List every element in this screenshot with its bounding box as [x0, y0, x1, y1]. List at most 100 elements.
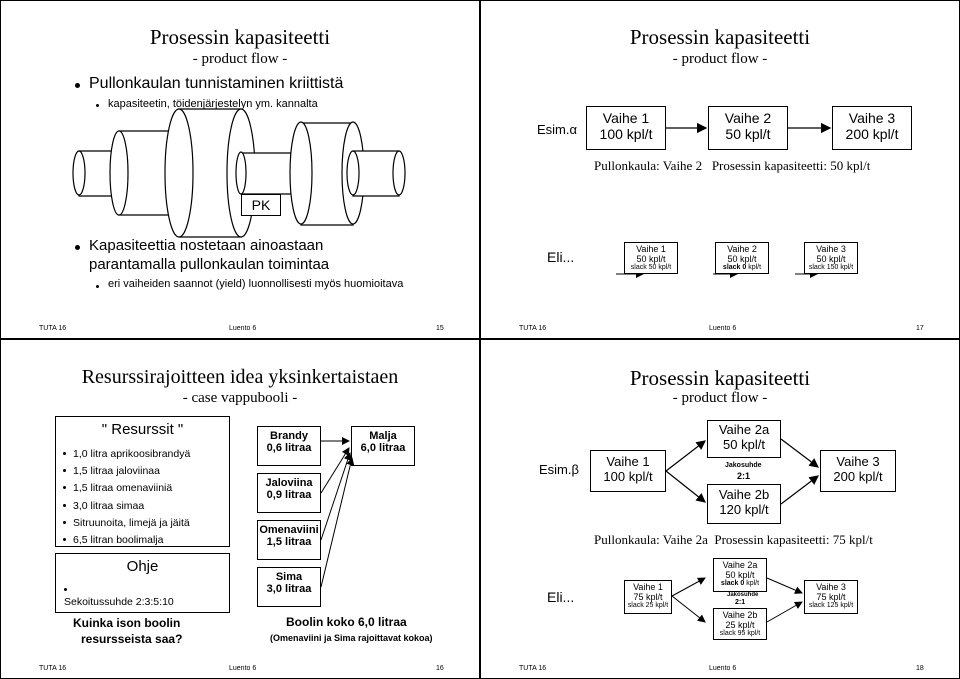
punch-size-note: (Omenaviini ja Sima rajoittavat kokoa) — [270, 633, 433, 643]
sub-bullet-dot — [96, 285, 99, 288]
small-stage-2-box: Vaihe 2 50 kpl/t slack 0 kpl/t — [715, 242, 769, 274]
slide-17: Prosessin kapasiteetti - product flow - … — [480, 0, 960, 339]
small-stage-3-rate: 50 kpl/t — [816, 254, 846, 264]
split-ratio-value: 2:1 — [737, 471, 751, 481]
resource-item: 1,5 litraa jaloviinaa — [63, 463, 190, 480]
bottleneck-summary: Pullonkaula: Vaihe 2a Prosessin kapasite… — [594, 532, 873, 547]
omenaviini-name: Omenaviini — [259, 524, 319, 536]
pk-label: PK — [251, 197, 271, 213]
small-stage-2a-slack: slack 0 kpl/t — [714, 580, 766, 587]
bottle-illustration — [72, 108, 406, 238]
bullet-capacity-increase-2: parantamalla pullonkaulan toimintaa — [89, 256, 330, 273]
small-stage-2a-rate: 50 kpl/t — [725, 570, 755, 580]
stage-2-name: Vaihe 2 — [724, 110, 772, 126]
jaloviina-amount: 0,9 litraa — [266, 489, 312, 501]
resource-item: 1,0 litra aprikoosibrandyä — [63, 446, 190, 463]
small-stage-1-rate: 75 kpl/t — [633, 592, 663, 602]
small-stage-2a-slack-unit: kpl/t — [744, 580, 760, 587]
footer-lecture: Luento 6 — [709, 665, 737, 672]
sub-bullet-yield: eri vaiheiden saannot (yield) luonnollis… — [108, 278, 404, 290]
pk-label-box: PK — [241, 194, 281, 216]
bullet-bottleneck: Pullonkaulan tunnistaminen kriittistä — [89, 75, 344, 92]
slide-15-subtitle: - product flow - — [192, 51, 288, 67]
flow-arrows — [616, 122, 832, 278]
footer-slide-number: 16 — [436, 665, 444, 672]
slide-16: Resurssirajoitteen idea yksinkertaistaen… — [0, 339, 480, 679]
stage-1-name: Vaihe 1 — [606, 454, 650, 469]
example-beta-label: Esim.β — [539, 462, 579, 477]
bullet-dot — [75, 245, 80, 250]
stage-3-name: Vaihe 3 — [848, 110, 896, 126]
brandy-name: Brandy — [270, 430, 308, 442]
resource-item: Sitruunoita, limejä ja jäitä — [63, 515, 190, 532]
stage-3-rate: 200 kpl/t — [833, 469, 883, 484]
omenaviini-amount: 1,5 litraa — [266, 536, 312, 548]
small-stage-1-rate: 50 kpl/t — [636, 254, 666, 264]
small-stage-3-box: Vaihe 3 50 kpl/t slack 150 kpl/t — [804, 242, 858, 274]
stage-3-rate: 200 kpl/t — [845, 126, 899, 142]
small-stage-2a-box: Vaihe 2a 50 kpl/t slack 0 kpl/t — [713, 558, 767, 592]
small-stage-1-name: Vaihe 1 — [636, 244, 666, 254]
small-stage-1-box: Vaihe 1 50 kpl/t slack 50 kpl/t — [624, 242, 678, 274]
instructions-heading: Ohje — [126, 558, 159, 575]
small-stage-2-slack-unit: kpl/t — [746, 264, 762, 271]
stage-3-name: Vaihe 3 — [836, 454, 880, 469]
malja-amount: 6,0 litraa — [360, 442, 406, 454]
small-stage-2b-name: Vaihe 2b — [722, 610, 758, 620]
slide-15: Prosessin kapasiteetti - product flow - … — [0, 0, 480, 339]
small-stage-1-slack: slack 25 kpl/t — [627, 602, 669, 609]
small-stage-2-slack-bold: slack 0 — [722, 264, 747, 271]
stage-2a-rate: 50 kpl/t — [723, 437, 765, 452]
stage-2a-box: Vaihe 2a 50 kpl/t — [707, 420, 781, 458]
small-stage-2-rate: 50 kpl/t — [727, 254, 757, 264]
small-stage-3-rate: 75 kpl/t — [816, 592, 846, 602]
stage-3-box: Vaihe 3 200 kpl/t — [820, 450, 896, 492]
footer-slide-number: 17 — [916, 325, 924, 332]
small-stage-3-name: Vaihe 3 — [816, 244, 846, 254]
small-stage-1-name: Vaihe 1 — [633, 582, 663, 592]
sima-box: Sima 3,0 litraa — [257, 567, 321, 607]
stage-2-box: Vaihe 2 50 kpl/t — [708, 106, 788, 150]
small-stage-3-slack: slack 150 kpl/t — [808, 264, 854, 271]
small-stage-1-box: Vaihe 1 75 kpl/t slack 25 kpl/t — [624, 580, 672, 614]
footer-slide-number: 18 — [916, 665, 924, 672]
resource-item: 1,5 litraa omenaviiniä — [63, 480, 190, 497]
omenaviini-box: Omenaviini 1,5 litraa — [257, 520, 321, 560]
split-ratio-label: Jakosuhde — [725, 462, 762, 469]
slide-15-title: Prosessin kapasiteetti — [149, 25, 331, 49]
small-stage-2a-name: Vaihe 2a — [722, 560, 758, 570]
brandy-amount: 0,6 litraa — [266, 442, 312, 454]
footer-course: TUTA 16 — [39, 325, 67, 332]
small-stage-2b-rate: 25 kpl/t — [725, 620, 755, 630]
stage-3-box: Vaihe 3 200 kpl/t — [832, 106, 912, 150]
jaloviina-name: Jaloviina — [265, 477, 313, 489]
eli-label: Eli... — [547, 589, 575, 605]
sub-bullet-capacity: kapasiteetin, töidenjärjestelyn ym. kann… — [108, 98, 318, 110]
sima-name: Sima — [275, 571, 303, 583]
small-split-ratio-label: Jakosuhde — [727, 592, 759, 598]
stage-2b-rate: 120 kpl/t — [719, 502, 769, 517]
ingredient-flow-arrows — [320, 437, 355, 588]
slide-17-subtitle: - product flow - — [672, 51, 768, 67]
resources-box: " Resurssit " — [55, 416, 230, 547]
small-stage-3-slack: slack 125 kpl/t — [808, 602, 854, 609]
footer-lecture: Luento 6 — [709, 325, 737, 332]
slide-16-subtitle: - case vappubooli - — [182, 390, 298, 406]
malja-box: Malja 6,0 litraa — [351, 426, 415, 466]
small-stage-2b-slack: slack 95 kpl/t — [719, 630, 761, 637]
stage-2a-name: Vaihe 2a — [718, 422, 770, 437]
footer-course: TUTA 16 — [39, 665, 67, 672]
small-stage-3-name: Vaihe 3 — [816, 582, 846, 592]
resources-list: 1,0 litra aprikoosibrandyä 1,5 litraa ja… — [63, 446, 190, 549]
resources-heading: " Resurssit " — [101, 421, 184, 438]
stage-1-rate: 100 kpl/t — [603, 469, 653, 484]
footer-lecture: Luento 6 — [229, 665, 257, 672]
footer-lecture: Luento 6 — [229, 325, 257, 332]
resource-item: 3,0 litraa simaa — [63, 498, 190, 515]
resource-item: 6,5 litran boolimalja — [63, 532, 190, 549]
footer-course: TUTA 16 — [519, 325, 547, 332]
instructions-box: Ohje Sekoitussuhde 2:3:5:10 — [55, 553, 230, 613]
stage-2b-name: Vaihe 2b — [718, 487, 770, 502]
parallel-flow-arrows — [665, 438, 819, 623]
bottleneck-summary: Pullonkaula: Vaihe 2 Prosessin kapasitee… — [594, 158, 871, 173]
